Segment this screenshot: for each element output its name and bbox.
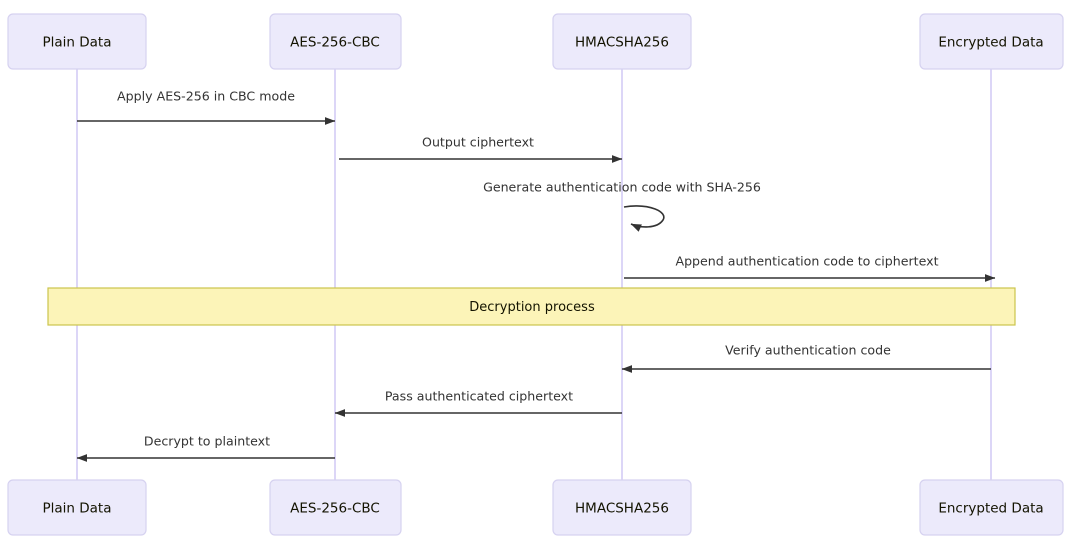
message-label: Pass authenticated ciphertext bbox=[385, 389, 573, 404]
participant-label: AES-256-CBC bbox=[290, 501, 380, 517]
note-box bbox=[47, 287, 1016, 326]
participant-bottom-plain[interactable]: Plain Data bbox=[7, 479, 147, 536]
message-decrypt-to-plaintext[interactable]: Decrypt to plaintext bbox=[76, 434, 335, 462]
participant-box bbox=[269, 13, 402, 70]
message-generate-authentication-code-with-sha-256[interactable]: Generate authentication code with SHA-25… bbox=[483, 180, 761, 232]
messages: Apply AES-256 in CBC mode Output ciphert… bbox=[76, 89, 996, 462]
participant-top-aes[interactable]: AES-256-CBC bbox=[269, 13, 402, 70]
participant-bottom-aes[interactable]: AES-256-CBC bbox=[269, 479, 402, 536]
participant-label: HMACSHA256 bbox=[575, 501, 669, 517]
participant-top-enc[interactable]: Encrypted Data bbox=[919, 13, 1064, 70]
participant-label: HMACSHA256 bbox=[575, 35, 669, 51]
participant-top-hmac[interactable]: HMACSHA256 bbox=[552, 13, 692, 70]
message-label: Decrypt to plaintext bbox=[144, 434, 270, 449]
lifelines bbox=[76, 69, 992, 480]
participants-bottom: Plain Data AES-256-CBC HMACSHA256 Encryp… bbox=[7, 479, 1064, 536]
note-decryption-process[interactable]: Decryption process bbox=[47, 287, 1016, 326]
message-output-ciphertext[interactable]: Output ciphertext bbox=[339, 135, 623, 163]
participant-bottom-hmac[interactable]: HMACSHA256 bbox=[552, 479, 692, 536]
participant-box bbox=[552, 13, 692, 70]
message-label: Output ciphertext bbox=[422, 135, 534, 150]
message-label: Append authentication code to ciphertext bbox=[675, 254, 938, 269]
message-verify-authentication-code[interactable]: Verify authentication code bbox=[621, 343, 991, 373]
participant-label: Plain Data bbox=[43, 35, 112, 51]
message-label: Apply AES-256 in CBC mode bbox=[117, 89, 295, 104]
participants-top: Plain Data AES-256-CBC HMACSHA256 Encryp… bbox=[7, 13, 1064, 70]
note-label: Decryption process bbox=[469, 300, 595, 315]
message-pass-authenticated-ciphertext[interactable]: Pass authenticated ciphertext bbox=[334, 389, 622, 417]
participant-box bbox=[919, 13, 1064, 70]
message-append-authentication-code-to-ciphertext[interactable]: Append authentication code to ciphertext bbox=[624, 254, 996, 282]
participant-label: Encrypted Data bbox=[938, 35, 1043, 51]
message-apply-aes-256-in-cbc-mode[interactable]: Apply AES-256 in CBC mode bbox=[77, 89, 336, 125]
participant-bottom-enc[interactable]: Encrypted Data bbox=[919, 479, 1064, 536]
participant-box bbox=[269, 479, 402, 536]
participant-label: AES-256-CBC bbox=[290, 35, 380, 51]
participant-label: Plain Data bbox=[43, 501, 112, 517]
participant-box bbox=[7, 479, 147, 536]
participant-label: Encrypted Data bbox=[938, 501, 1043, 517]
participant-box bbox=[7, 13, 147, 70]
participant-box bbox=[552, 479, 692, 536]
message-self-loop-arrow bbox=[623, 205, 665, 232]
participant-box bbox=[919, 479, 1064, 536]
message-label: Verify authentication code bbox=[725, 343, 891, 358]
participant-top-plain[interactable]: Plain Data bbox=[7, 13, 147, 70]
message-label: Generate authentication code with SHA-25… bbox=[483, 180, 761, 195]
